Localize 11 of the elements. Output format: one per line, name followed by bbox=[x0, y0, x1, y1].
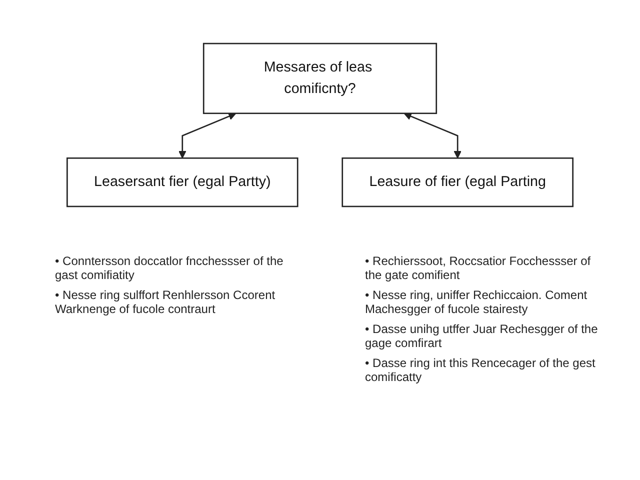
node-box: Leasersant fier (egal Partty) bbox=[66, 157, 298, 208]
node-box: Leasure of fier (egal Parting bbox=[342, 157, 574, 208]
bullet-text: • Nesse ring sulffort Renhlersson Ccorent Warknenge of fucole contraurt bbox=[55, 288, 276, 316]
bullet-text: • Dasse ring int this Rencecager of the gest comificatty bbox=[365, 356, 596, 384]
bullet-text: • Dasse unihg utffer Juar Rechesgger of the gage comfirart bbox=[365, 322, 599, 350]
bullet-text: • Nesse ring, uniffer Rechiccaion. Coment Machesgger of fucole stairesty bbox=[365, 288, 588, 316]
bullet-text: • Rechierssoot, Roccsatior Focchessser of the gate comifient bbox=[365, 254, 592, 282]
arrow bbox=[404, 112, 462, 158]
arrow bbox=[178, 112, 236, 158]
bullet-text: • Conntersson doccatlor fncchessser of the gast comifiatity bbox=[55, 254, 284, 282]
node-box: Messares of leas comificnty? bbox=[202, 42, 438, 114]
